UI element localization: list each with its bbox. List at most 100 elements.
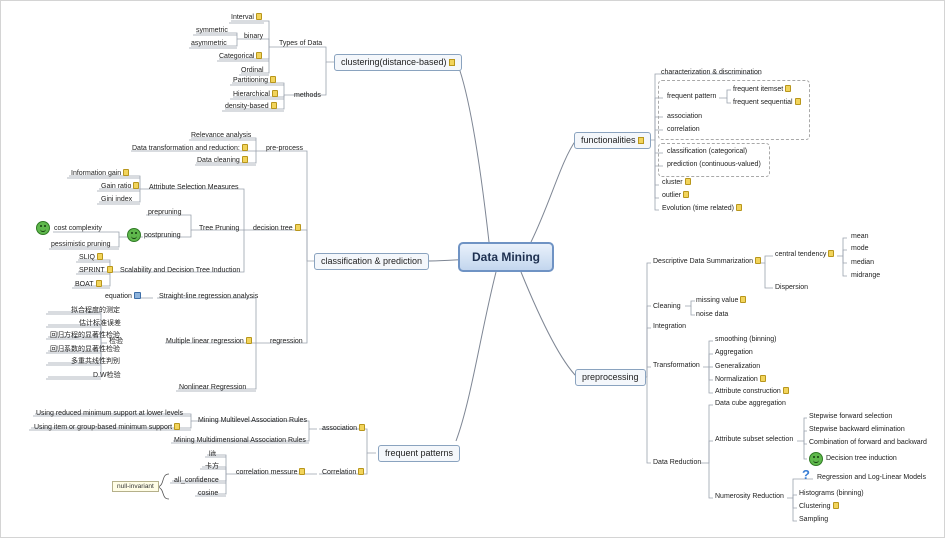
node-huigui-fangcheng[interactable]: 回归方程的显著性检验 (50, 332, 120, 339)
node-sprint[interactable]: SPRINT (79, 266, 113, 275)
node-regression-loglinear[interactable]: Regression and Log-Linear Models (817, 474, 926, 481)
node-postpruning[interactable]: postpruning (144, 232, 181, 239)
node-jianyan[interactable]: 检验 (109, 338, 123, 345)
node-gain-ratio[interactable]: Gain ratio (101, 182, 140, 191)
node-ordinal[interactable]: Ordinal (241, 67, 264, 74)
node-sliq[interactable]: SLIQ (79, 253, 103, 262)
node-density-based[interactable]: density-based (225, 102, 277, 111)
node-lift[interactable]: lift (209, 451, 216, 458)
node-decision-tree-induction[interactable]: Decision tree induction (826, 455, 897, 462)
node-frequent-sequential[interactable]: frequent sequential (733, 98, 801, 107)
node-median[interactable]: median (851, 259, 874, 266)
node-multidimensional[interactable]: Mining Multidimensional Association Rule… (174, 437, 306, 444)
node-aggregation[interactable]: Aggregation (715, 349, 753, 356)
node-association[interactable]: association (322, 424, 366, 433)
node-data-transformation[interactable]: Data transformation and reduction: (132, 144, 248, 153)
node-guji[interactable]: 估计标准误差 (79, 320, 121, 327)
node-gini-index[interactable]: Gini index (101, 196, 133, 203)
node-categorical[interactable]: Categorical (219, 52, 263, 61)
node-transformation[interactable]: Transformation (653, 362, 700, 369)
node-noise-data[interactable]: noise data (696, 311, 729, 318)
node-huigui-xishu[interactable]: 回归系数的显著性检验 (50, 346, 120, 353)
node-methods[interactable]: methods (294, 92, 321, 99)
node-straight-line[interactable]: Straight-line regression analysis (159, 293, 259, 300)
node-normalization[interactable]: Normalization (715, 375, 766, 384)
node-correlation[interactable]: Correlation (322, 468, 365, 477)
node-interval[interactable]: Interval (231, 13, 262, 22)
node-numerosity[interactable]: Numerosity Reduction (715, 493, 784, 500)
node-relevance-analysis[interactable]: Relevance analysis (191, 132, 252, 139)
node-types-of-data[interactable]: Types of Data (279, 40, 323, 47)
note-icon (256, 52, 263, 59)
node-equation[interactable]: equation (105, 292, 141, 301)
node-all-confidence[interactable]: all_confidence (174, 477, 219, 484)
node-asymmetric[interactable]: asymmetric (191, 40, 227, 47)
node-kafang[interactable]: 卡方 (205, 463, 219, 470)
node-pre-process[interactable]: pre-process (266, 145, 303, 152)
node-partitioning[interactable]: Partitioning (233, 76, 277, 85)
node-descriptive[interactable]: Descriptive Data Summarization (653, 257, 761, 266)
node-combination[interactable]: Combination of forward and backward (809, 439, 927, 446)
node-association-func[interactable]: association (667, 113, 703, 120)
node-sampling[interactable]: Sampling (799, 516, 829, 523)
node-scalability[interactable]: Scalability and Decision Tree Induction (120, 267, 241, 274)
node-attribute-construction[interactable]: Attribute construction (715, 387, 789, 396)
node-multilevel[interactable]: Mining Multilevel Association Rules (198, 417, 307, 424)
node-data-reduction[interactable]: Data Reduction (653, 459, 702, 466)
node-histograms[interactable]: Histograms (binning) (799, 490, 864, 497)
node-nihe[interactable]: 拟合程度的测定 (71, 307, 120, 314)
node-null-invariant[interactable]: null-invariant (112, 481, 159, 492)
node-prepruning[interactable]: prepruning (148, 209, 182, 216)
node-information-gain[interactable]: Information gain (71, 169, 130, 178)
node-outlier[interactable]: outlier (662, 191, 690, 200)
node-dw[interactable]: D.W检验 (93, 372, 121, 379)
node-correlation-measure[interactable]: correlation messure (236, 468, 306, 477)
node-clustering-nr[interactable]: Clustering (799, 502, 839, 511)
node-symmetric[interactable]: symmetric (196, 27, 228, 34)
node-mean[interactable]: mean (851, 233, 869, 240)
node-regression[interactable]: regression (270, 338, 303, 345)
node-mode[interactable]: mode (851, 245, 869, 252)
node-classification-cat[interactable]: classification (categorical) (667, 148, 748, 155)
node-attribute-selection[interactable]: Attribute Selection Measures (149, 184, 239, 191)
node-attribute-subset[interactable]: Attribute subset selection (715, 436, 794, 443)
node-nonlinear[interactable]: Nonlinear Regression (179, 384, 247, 391)
node-boat[interactable]: BOAT (75, 280, 102, 289)
node-evolution[interactable]: Evolution (time related) (662, 204, 742, 213)
node-generalization[interactable]: Generalization (715, 363, 761, 370)
topic-preprocessing[interactable]: preprocessing (575, 369, 646, 386)
node-binary[interactable]: binary (244, 33, 264, 40)
node-stepwise-forward[interactable]: Stepwise forward selection (809, 413, 893, 420)
node-stepwise-backward[interactable]: Stepwise backward elimination (809, 426, 905, 433)
node-central-tendency[interactable]: central tendency (775, 250, 835, 259)
node-item-group[interactable]: Using item or group-based minimum suppor… (34, 423, 181, 432)
node-dispersion[interactable]: Dispersion (775, 284, 809, 291)
node-pessimistic-pruning[interactable]: pessimistic pruning (51, 241, 111, 248)
node-duochong[interactable]: 多重共线性判别 (71, 358, 120, 365)
node-data-cleaning[interactable]: Data cleaning (197, 156, 248, 165)
node-midrange[interactable]: midrange (851, 272, 881, 279)
topic-frequent-patterns[interactable]: frequent patterns (378, 445, 461, 462)
node-characterization[interactable]: characterization & discrimination (661, 69, 762, 76)
node-frequent-itemset[interactable]: frequent itemset (733, 85, 792, 94)
node-reduced-support[interactable]: Using reduced minimum support at lower l… (36, 410, 184, 417)
node-integration[interactable]: Integration (653, 323, 687, 330)
topic-classification-prediction[interactable]: classification & prediction (314, 253, 430, 270)
node-cosine[interactable]: cosine (198, 490, 219, 497)
topic-clustering[interactable]: clustering(distance-based) (334, 54, 462, 71)
node-smoothing[interactable]: smoothing (binning) (715, 336, 777, 343)
node-data-cube[interactable]: Data cube aggregation (715, 400, 786, 407)
node-missing-value[interactable]: missing value (696, 296, 747, 305)
node-cost-complexity[interactable]: cost complexity (54, 225, 102, 232)
node-frequent-pattern[interactable]: frequent pattern (667, 93, 717, 100)
node-prediction-cont[interactable]: prediction (continuous-valued) (667, 161, 761, 168)
node-decision-tree[interactable]: decision tree (253, 224, 301, 233)
topic-functionalities[interactable]: functionalities (574, 132, 651, 149)
central-topic[interactable]: Data Mining (458, 242, 554, 272)
node-cleaning[interactable]: Cleaning (653, 303, 681, 310)
node-tree-pruning[interactable]: Tree Pruning (199, 225, 240, 232)
node-hierarchical[interactable]: Hierarchical (233, 90, 278, 99)
node-cluster[interactable]: cluster (662, 178, 691, 187)
node-multiple-linear[interactable]: Multiple linear regression (166, 337, 252, 346)
node-correlation-func[interactable]: correlation (667, 126, 700, 133)
